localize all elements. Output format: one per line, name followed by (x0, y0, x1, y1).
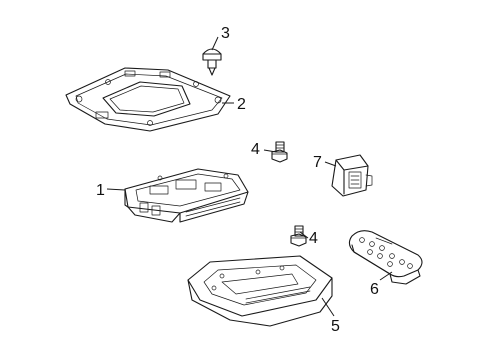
leader-6 (379, 271, 393, 281)
callout-7: 7 (313, 154, 322, 171)
part-7-connector (331, 154, 373, 197)
callout-2: 2 (237, 96, 246, 113)
leader-7 (324, 161, 337, 167)
leader-4-lower (299, 231, 309, 239)
part-3-clip (202, 48, 222, 76)
leader-4-upper (263, 149, 277, 153)
part-4-bolt-upper (271, 141, 288, 163)
part-2-mounting-frame (65, 67, 231, 132)
part-1-control-module (124, 168, 249, 223)
part-4-bolt-lower (290, 225, 307, 247)
callout-3: 3 (221, 25, 230, 42)
callout-4-lower: 4 (309, 230, 318, 247)
callout-6: 6 (370, 281, 379, 298)
callout-1: 1 (96, 182, 105, 199)
part-5-housing (187, 255, 333, 327)
leader-3 (211, 36, 219, 51)
leader-1 (106, 188, 126, 191)
callout-4-upper: 4 (251, 141, 260, 158)
leader-5 (321, 297, 335, 317)
callout-5: 5 (331, 318, 340, 335)
part-6-remote-control (348, 230, 423, 285)
